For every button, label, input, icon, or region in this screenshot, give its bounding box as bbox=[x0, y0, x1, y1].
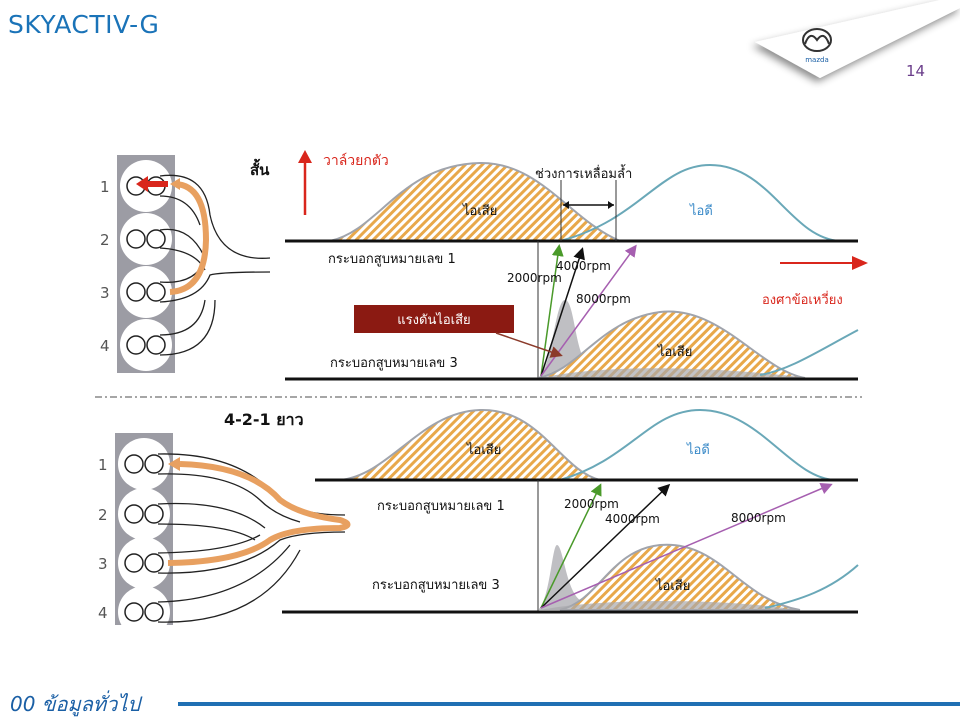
top-rpm-8000-label: 8000rpm bbox=[576, 292, 631, 306]
bottom-cyl1-exhaust-curve bbox=[339, 408, 601, 481]
top-manifold-type-label: สั้น bbox=[250, 158, 270, 179]
top-manifold-pipes bbox=[159, 174, 271, 356]
bottom-cyl3-intake-curve bbox=[764, 564, 859, 609]
top-cylinder-numbers: 1 2 3 4 bbox=[100, 178, 110, 355]
svg-text:1: 1 bbox=[98, 456, 108, 474]
bottom-rpm-4000-label: 4000rpm bbox=[605, 512, 660, 526]
bottom-engine-block bbox=[115, 433, 351, 638]
top-intake-label: ไอดี bbox=[689, 203, 713, 219]
bottom-rpm-2000-label: 2000rpm bbox=[564, 497, 619, 511]
top-engine-block bbox=[117, 155, 271, 373]
top-rpm-2000-label: 2000rpm bbox=[507, 271, 562, 285]
mazda-banner: mazda bbox=[755, 0, 960, 78]
valve-lift-label: วาล์วยกตัว bbox=[323, 152, 389, 169]
valve-lift-arrow-icon bbox=[298, 150, 312, 215]
exhaust-diagram: 1 2 3 4 สั้น วาล์วยกตัว ไอเสีย ไอดี ช่วง… bbox=[95, 150, 868, 638]
bottom-exhaust-label: ไอเสีย bbox=[466, 442, 501, 458]
exhaust-pressure-label: แรงดันไอเสีย bbox=[397, 312, 470, 328]
bottom-cylinder3-label: กระบอกสูบหมายเลข 3 bbox=[372, 578, 500, 593]
bottom-cyl3-exhaust-label: ไอเสีย bbox=[655, 578, 690, 594]
top-exhaust-label: ไอเสีย bbox=[462, 203, 497, 219]
top-cyl1-exhaust-curve bbox=[329, 161, 621, 242]
top-rpm-4000-label: 4000rpm bbox=[556, 259, 611, 273]
exhaust-pressure-box bbox=[354, 305, 514, 333]
bottom-exhaust-flow-path bbox=[167, 461, 351, 566]
bottom-rpm-8000-label: 8000rpm bbox=[731, 511, 786, 525]
slide-title: SKYACTIV-G bbox=[8, 10, 160, 39]
bottom-manifold-type-label: 4-2-1 ยาว bbox=[224, 410, 304, 429]
svg-text:1: 1 bbox=[100, 178, 110, 196]
crank-angle-arrow-icon bbox=[780, 256, 868, 270]
bottom-intake-label: ไอดี bbox=[686, 442, 710, 458]
mazda-logo-text: mazda bbox=[805, 56, 829, 64]
top-exhaust-flow-path bbox=[169, 181, 210, 295]
top-cyl3-intake-curve bbox=[759, 329, 859, 376]
bottom-cyl3-exhaust-curve bbox=[559, 543, 801, 611]
top-cyl3-exhaust-label: ไอเสีย bbox=[657, 344, 692, 360]
bottom-cylinder1-label: กระบอกสูบหมายเลข 1 bbox=[377, 499, 505, 514]
mazda-logo-icon bbox=[802, 28, 832, 52]
crank-angle-label: องศาข้อเหวี่ยง bbox=[762, 291, 843, 308]
top-cylinder3-label: กระบอกสูบหมายเลข 3 bbox=[330, 356, 458, 371]
bottom-cyl1-intake-curve bbox=[559, 408, 836, 481]
page-number: 14 bbox=[906, 62, 926, 80]
bottom-cylinder-numbers: 1 2 3 4 bbox=[98, 456, 108, 622]
svg-text:4: 4 bbox=[98, 604, 108, 622]
top-cyl3-exhaust-curve bbox=[537, 310, 806, 379]
footer-section-label: 00 ข้อมูลทั่วไป bbox=[10, 692, 141, 716]
svg-text:2: 2 bbox=[100, 231, 110, 249]
svg-text:2: 2 bbox=[98, 506, 108, 524]
overlap-label: ช่วงการเหลื่อมล้ำ bbox=[535, 164, 632, 182]
svg-text:4: 4 bbox=[100, 337, 110, 355]
footer-divider bbox=[178, 702, 960, 706]
top-cylinder1-label: กระบอกสูบหมายเลข 1 bbox=[328, 252, 456, 267]
svg-text:3: 3 bbox=[100, 284, 110, 302]
svg-text:3: 3 bbox=[98, 555, 108, 573]
top-cyl1-intake-curve bbox=[559, 163, 841, 242]
